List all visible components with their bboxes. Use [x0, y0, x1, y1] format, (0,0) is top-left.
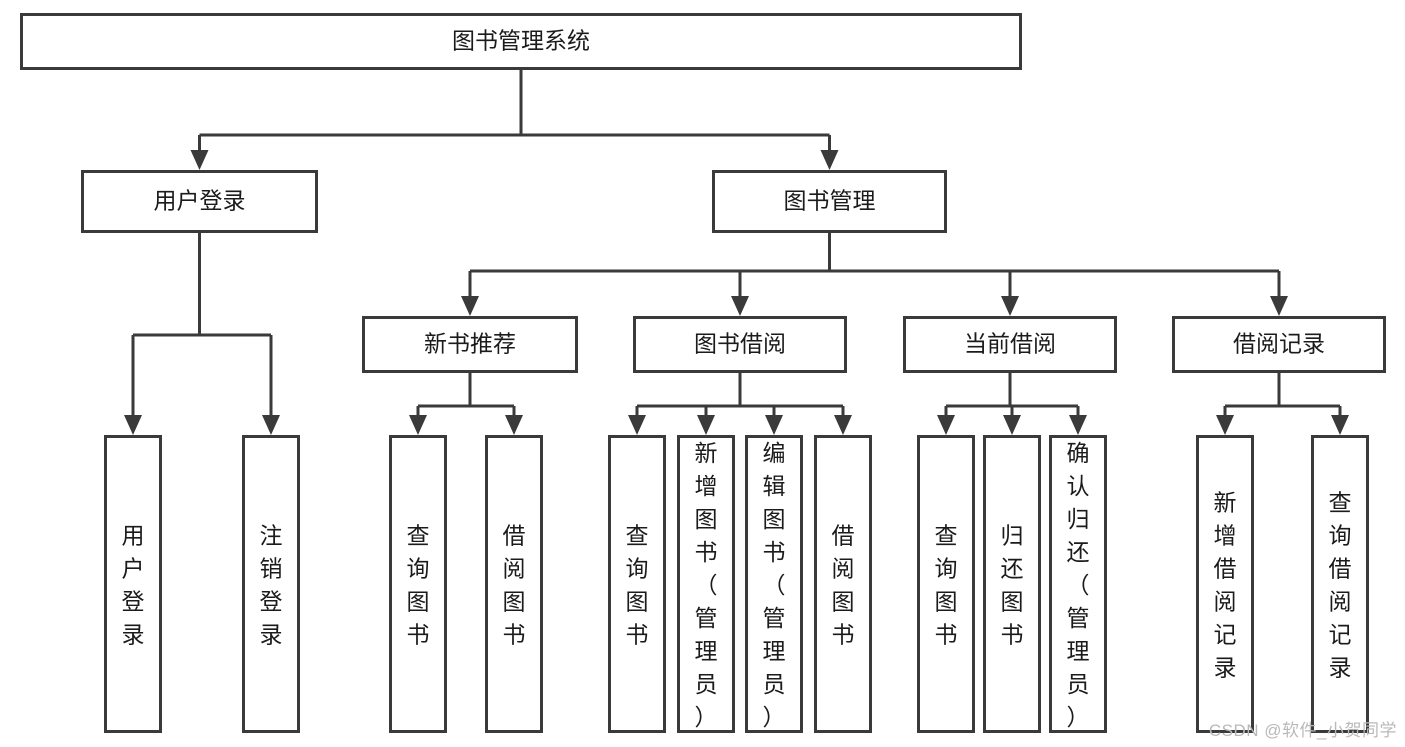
node-label-leaf-query-book-new: 查询图书 — [407, 523, 430, 648]
node-box-leaf-confirm-return — [1049, 435, 1107, 733]
node-book-manage[interactable]: 图书管理 — [712, 170, 947, 233]
node-user-login[interactable]: 用户登录 — [81, 170, 318, 233]
node-leaf-edit-book[interactable]: 编辑图书（管理员） — [745, 435, 803, 733]
edge-group-book-borrow — [628, 373, 852, 435]
node-box-borrow-record — [1172, 316, 1386, 373]
arrow-head-icon — [505, 415, 523, 435]
node-borrow-record[interactable]: 借阅记录 — [1172, 316, 1386, 373]
node-box-leaf-add-book — [677, 435, 735, 733]
edge-group-current-borrow — [937, 373, 1087, 435]
node-label-leaf-return-book: 归还图书 — [1001, 523, 1024, 648]
node-label-leaf-confirm-return: 确认归还（管理员） — [1067, 440, 1090, 730]
node-box-leaf-edit-book — [745, 435, 803, 733]
node-box-user-login — [81, 170, 318, 233]
node-box-new-book-recommend — [362, 316, 578, 373]
node-box-leaf-user-logout — [242, 435, 300, 733]
node-label-new-book-recommend: 新书推荐 — [424, 331, 516, 357]
node-box-leaf-user-login — [104, 435, 162, 733]
node-label-user-login: 用户登录 — [154, 188, 246, 214]
node-label-current-borrow: 当前借阅 — [964, 331, 1056, 357]
node-leaf-return-book[interactable]: 归还图书 — [983, 435, 1041, 733]
node-leaf-user-logout[interactable]: 注销登录 — [242, 435, 300, 733]
node-leaf-borrow-book[interactable]: 借阅图书 — [814, 435, 872, 733]
arrow-head-icon — [262, 415, 280, 435]
node-leaf-query-book-current[interactable]: 查询图书 — [917, 435, 975, 733]
node-leaf-query-book-new[interactable]: 查询图书 — [389, 435, 447, 733]
arrow-head-icon — [124, 415, 142, 435]
arrow-head-icon — [1003, 415, 1021, 435]
node-box-leaf-return-book — [983, 435, 1041, 733]
node-box-leaf-borrow-book-new — [485, 435, 543, 733]
edge-group-root — [190, 70, 839, 170]
node-box-book-manage — [712, 170, 947, 233]
arrow-head-icon — [1270, 296, 1288, 316]
arrow-head-icon — [409, 415, 427, 435]
arrow-head-icon — [1069, 415, 1087, 435]
arrow-head-icon — [461, 296, 479, 316]
arrow-head-icon — [190, 150, 209, 170]
node-label-borrow-record: 借阅记录 — [1233, 331, 1325, 357]
node-box-leaf-query-borrow-record — [1311, 435, 1369, 733]
node-box-root — [20, 13, 1022, 70]
node-leaf-confirm-return[interactable]: 确认归还（管理员） — [1049, 435, 1107, 733]
node-layer: 图书管理系统用户登录图书管理新书推荐图书借阅当前借阅借阅记录用户登录注销登录查询… — [20, 13, 1386, 733]
node-label-leaf-edit-book: 编辑图书（管理员） — [763, 440, 786, 730]
node-label-leaf-borrow-book-new: 借阅图书 — [503, 523, 526, 648]
node-label-leaf-add-borrow-record: 新增借阅记录 — [1214, 490, 1237, 681]
node-leaf-borrow-book-new[interactable]: 借阅图书 — [485, 435, 543, 733]
node-new-book-recommend[interactable]: 新书推荐 — [362, 316, 578, 373]
node-book-borrow[interactable]: 图书借阅 — [633, 316, 847, 373]
node-box-leaf-borrow-book — [814, 435, 872, 733]
node-box-leaf-query-book-new — [389, 435, 447, 733]
arrow-head-icon — [697, 415, 715, 435]
connector-layer — [124, 70, 1349, 435]
node-label-book-manage: 图书管理 — [784, 188, 876, 214]
node-box-leaf-query-book-borrow — [608, 435, 666, 733]
node-leaf-query-book-borrow[interactable]: 查询图书 — [608, 435, 666, 733]
arrow-head-icon — [731, 296, 749, 316]
node-label-leaf-user-login: 用户登录 — [122, 523, 145, 648]
edge-group-user-login — [124, 233, 280, 435]
node-label-leaf-add-book: 新增图书（管理员） — [695, 440, 718, 730]
node-leaf-user-login[interactable]: 用户登录 — [104, 435, 162, 733]
node-root[interactable]: 图书管理系统 — [20, 13, 1022, 70]
arrow-head-icon — [628, 415, 646, 435]
node-label-leaf-query-borrow-record: 查询借阅记录 — [1329, 490, 1352, 681]
arrow-head-icon — [937, 415, 955, 435]
node-box-current-borrow — [903, 316, 1117, 373]
node-leaf-query-borrow-record[interactable]: 查询借阅记录 — [1311, 435, 1369, 733]
arrow-head-icon — [1331, 415, 1349, 435]
node-label-leaf-borrow-book: 借阅图书 — [832, 523, 855, 648]
arrow-head-icon — [834, 415, 852, 435]
csdn-watermark: CSDN @软件_小贺同学 — [1208, 721, 1397, 740]
edge-group-new-book-recommend — [409, 373, 523, 435]
node-label-book-borrow: 图书借阅 — [694, 331, 786, 357]
node-label-root: 图书管理系统 — [452, 28, 590, 54]
node-current-borrow[interactable]: 当前借阅 — [903, 316, 1117, 373]
node-box-leaf-add-borrow-record — [1196, 435, 1254, 733]
arrow-head-icon — [765, 415, 783, 435]
node-label-leaf-query-book-current: 查询图书 — [935, 523, 958, 648]
node-leaf-add-borrow-record[interactable]: 新增借阅记录 — [1196, 435, 1254, 733]
node-label-leaf-user-logout: 注销登录 — [260, 523, 283, 648]
arrow-head-icon — [1216, 415, 1234, 435]
node-leaf-add-book[interactable]: 新增图书（管理员） — [677, 435, 735, 733]
node-label-leaf-query-book-borrow: 查询图书 — [626, 523, 649, 648]
node-box-book-borrow — [633, 316, 847, 373]
edge-group-book-manage — [461, 233, 1288, 316]
node-box-leaf-query-book-current — [917, 435, 975, 733]
arrow-head-icon — [1001, 296, 1019, 316]
arrow-head-icon — [820, 150, 839, 170]
edge-group-borrow-record — [1216, 373, 1349, 435]
